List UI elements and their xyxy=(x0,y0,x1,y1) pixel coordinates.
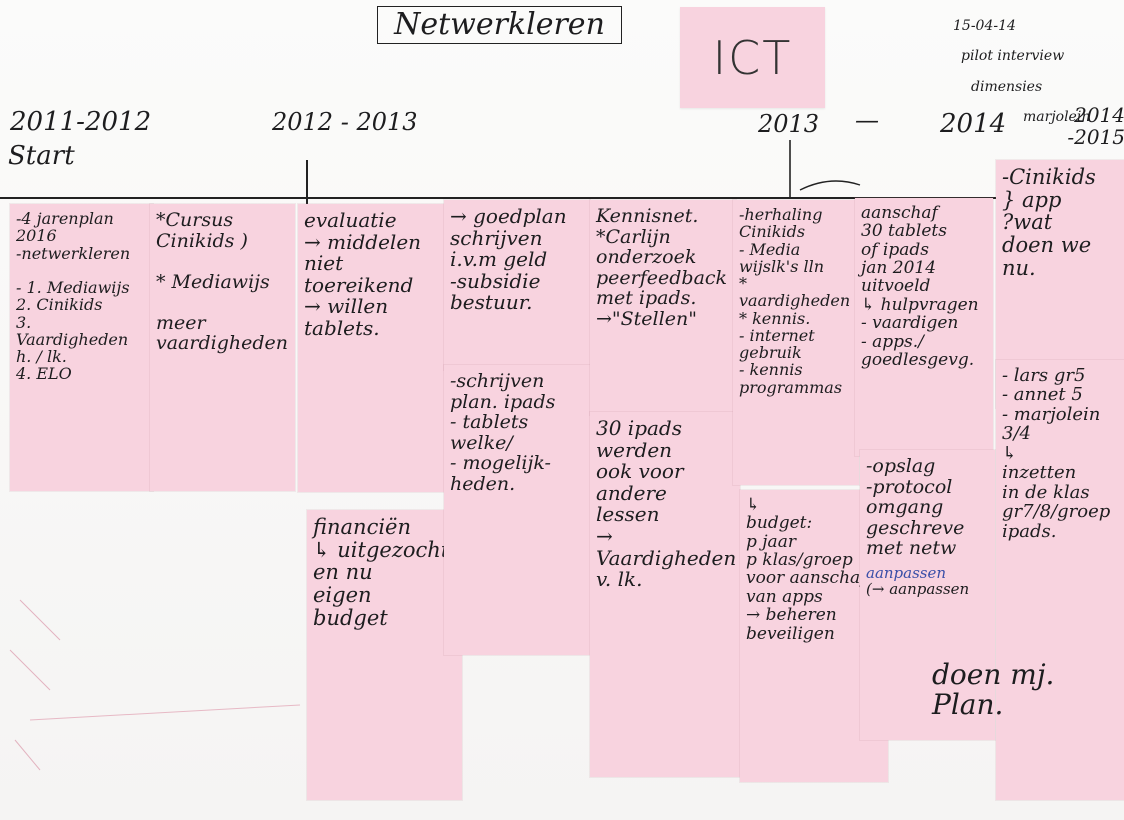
note-30-ipads: 30 ipads werden ook voor andere lessen →… xyxy=(590,412,740,777)
year-start-label: Start xyxy=(8,141,75,171)
note-cinikids-app-text: -Cinikids } app ?wat doen we nu. xyxy=(1002,165,1096,280)
note-lars-annet: - lars gr5 - annet 5 - marjolein 3/4 ↳ i… xyxy=(996,360,1124,800)
year-2014: 2014 xyxy=(940,109,1007,139)
note-aanschaf-tablets: aanschaf 30 tablets of ipads jan 2014 ui… xyxy=(855,198,993,456)
note-herhaling: -herhaling Cinikids - Media wijslk's lln… xyxy=(733,200,859,485)
note-financien: financiën ↳ uitgezocht en nu eigen budge… xyxy=(307,510,462,800)
year-2012-2013: 2012 - 2013 xyxy=(272,108,418,136)
note-jarenplan-text: -4 jarenplan 2016 -netwerkleren - 1. Med… xyxy=(16,209,131,384)
corner-line-dimensies: dimensies xyxy=(971,78,1043,95)
note-goedplan: → goedplan schrijven i.v.m geld -subsidi… xyxy=(444,200,590,370)
note-kennisnet-text: Kennisnet. *Carlijn onderzoek peerfeedba… xyxy=(596,205,728,330)
year-2014-2015: 2014 -2015 xyxy=(1067,103,1124,149)
note-lars-annet-text: - lars gr5 - annet 5 - marjolein 3/4 ↳ i… xyxy=(1002,365,1111,542)
year-2011-2012: 2011-2012 xyxy=(10,107,152,137)
note-herhaling-text: -herhaling Cinikids - Media wijslk's lln… xyxy=(739,205,851,397)
ict-label: ICT xyxy=(712,30,793,85)
note-opslag-text: -opslag -protocol omgang geschreve met n… xyxy=(866,455,965,560)
year-dash: — xyxy=(855,106,879,134)
note-goedplan-text: → goedplan schrijven i.v.m geld -subsidi… xyxy=(450,204,567,315)
page-title: Netwerkleren xyxy=(394,6,605,42)
note-30-ipads-text: 30 ipads werden ook voor andere lessen →… xyxy=(596,416,737,592)
ict-note: ICT xyxy=(680,7,825,108)
year-2013: 2013 xyxy=(758,110,820,138)
corner-date: 15-04-14 xyxy=(953,18,1016,35)
note-evaluatie-text: evaluatie → middelen niet toereikend → w… xyxy=(304,208,422,340)
note-budget-text: ↳ budget: p jaar p klas/groep voor aansc… xyxy=(746,495,867,644)
corner-line-name: marjolein xyxy=(1023,108,1091,125)
note-aanpassen-blue: aanpassen xyxy=(866,563,947,582)
note-aanschaf-tablets-text: aanschaf 30 tablets of ipads jan 2014 ui… xyxy=(861,203,979,370)
note-financien-text: financiën ↳ uitgezocht en nu eigen budge… xyxy=(313,515,450,630)
note-cursus-text: *Cursus Cinikids ) * Mediawijs meer vaar… xyxy=(156,209,288,355)
note-jarenplan: -4 jarenplan 2016 -netwerkleren - 1. Med… xyxy=(10,204,153,491)
note-evaluatie: evaluatie → middelen niet toereikend → w… xyxy=(298,204,444,492)
corner-note: 15-04-14 pilot interview dimensies marjo… xyxy=(953,4,1123,140)
corner-line-pilot: pilot interview xyxy=(961,48,1065,65)
note-aanpassen-black: (→ aanpassen xyxy=(866,579,970,598)
note-doen-plan-text: doen mj. Plan. xyxy=(932,658,1055,722)
note-opslag: -opslag -protocol omgang geschreve met n… xyxy=(860,450,995,740)
note-schrijven-plan-text: -schrijven plan. ipads - tablets welke/ … xyxy=(450,370,556,495)
note-schrijven-plan: -schrijven plan. ipads - tablets welke/ … xyxy=(444,365,590,655)
note-cursus: *Cursus Cinikids ) * Mediawijs meer vaar… xyxy=(150,204,295,491)
title-frame: Netwerkleren xyxy=(377,6,622,44)
note-kennisnet: Kennisnet. *Carlijn onderzoek peerfeedba… xyxy=(590,200,736,415)
